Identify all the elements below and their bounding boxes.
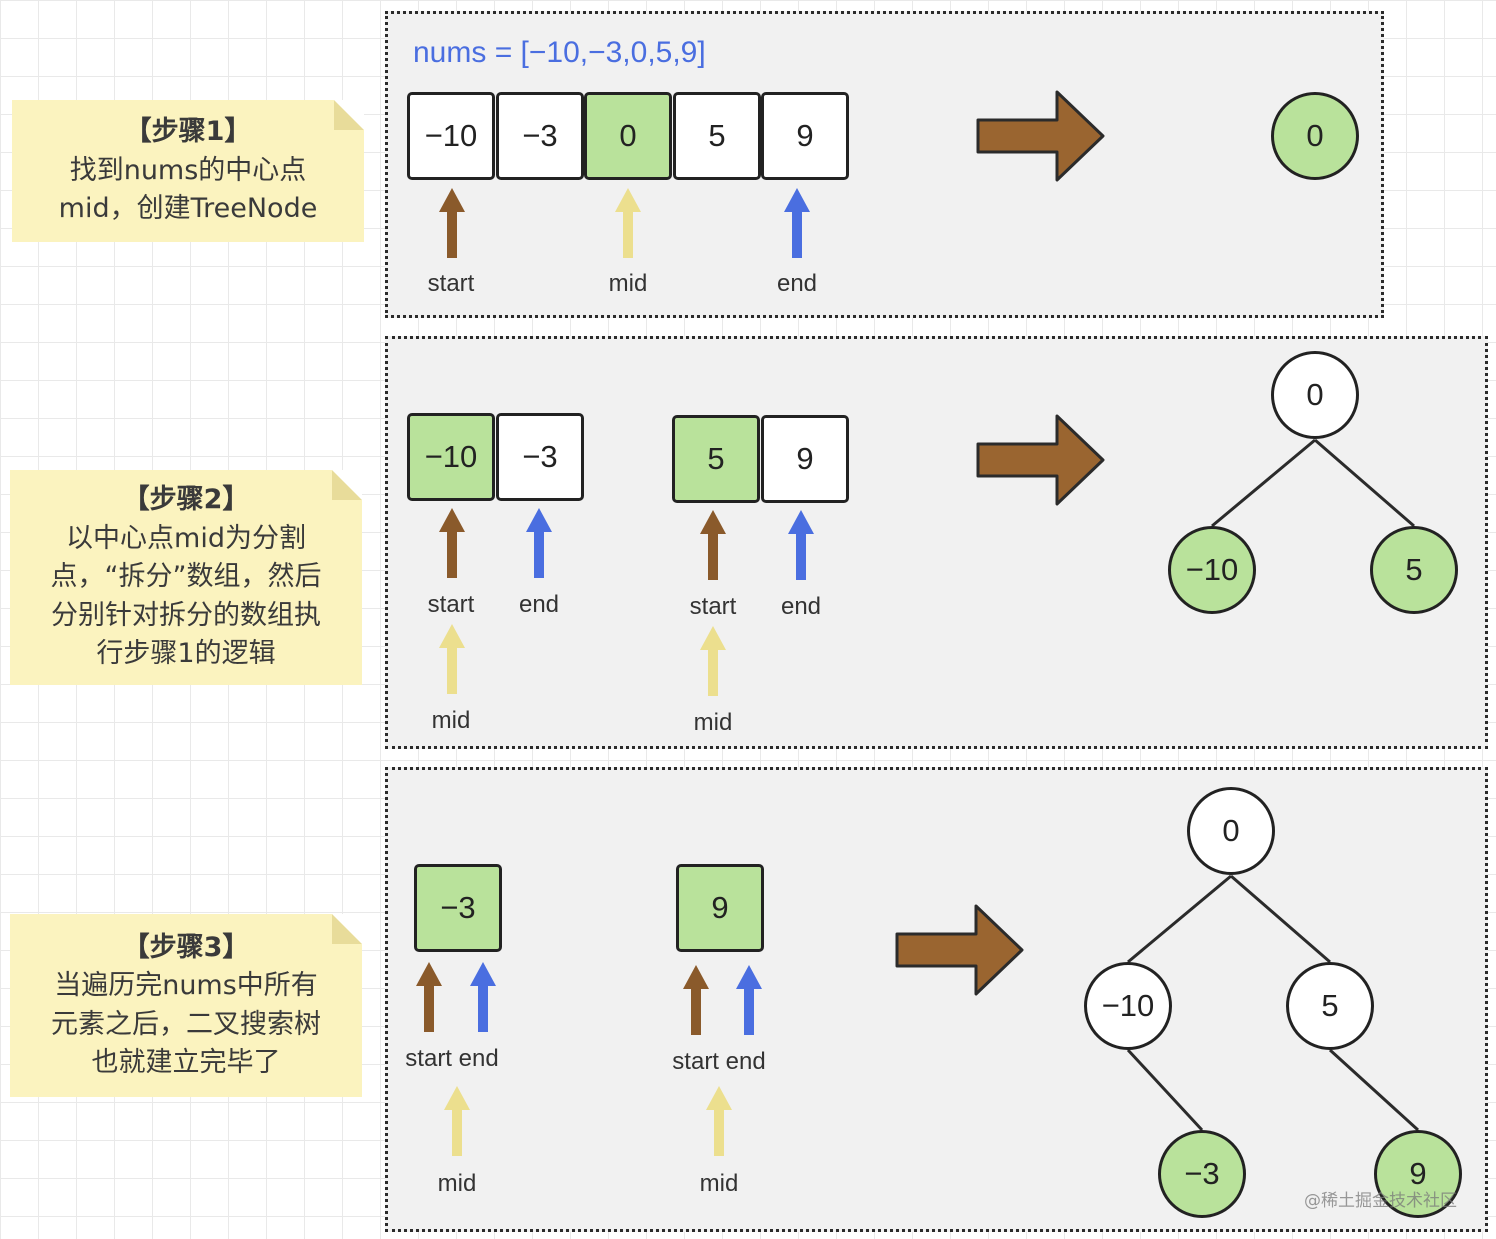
mid-label: mid	[699, 1170, 739, 1197]
tree-node-left-right: −3	[1158, 1130, 1246, 1218]
step1-note: 【步骤1】 找到nums的中心点 mid，创建TreeNode	[12, 100, 364, 242]
array-cell: 9	[761, 415, 849, 503]
note-fold	[332, 914, 362, 944]
note-fold	[334, 100, 364, 130]
tree-node-root: 0	[1271, 351, 1359, 439]
tree-node-right-right: 9	[1374, 1130, 1462, 1218]
step2-line: 以中心点mid为分割	[66, 522, 306, 554]
step2-title: 【步骤2】	[122, 484, 250, 516]
step1-title: 【步骤1】	[124, 116, 252, 148]
array-cell-mid: 0	[584, 92, 672, 180]
step2-line: 点，“拆分”数组，然后	[50, 561, 322, 593]
array-cell: −3	[496, 413, 584, 501]
mid-label: mid	[693, 709, 733, 736]
end-label: end	[780, 593, 822, 620]
step3-line: 元素之后，二叉搜索树	[51, 1008, 321, 1040]
array-cell-mid: 5	[672, 415, 760, 503]
array-cell-mid: −3	[414, 864, 502, 952]
step3-title: 【步骤3】	[122, 931, 250, 963]
step3-line: 当遍历完nums中所有	[54, 970, 318, 1001]
watermark: @稀土掘金技术社区	[1304, 1191, 1457, 1211]
step2-line: 分别针对拆分的数组执	[51, 599, 321, 631]
end-label: end	[518, 591, 560, 618]
step1-line: 找到nums的中心点	[69, 154, 307, 186]
mid-label: mid	[431, 707, 471, 734]
array-cell: 9	[761, 92, 849, 180]
tree-node-left: −10	[1084, 962, 1172, 1050]
array-cell: −3	[496, 92, 584, 180]
start-label: start	[427, 270, 475, 297]
array-cell-mid: −10	[407, 413, 495, 501]
array-cell: 5	[673, 92, 761, 180]
note-fold	[332, 470, 362, 500]
start-label: start	[689, 593, 737, 620]
array-cell-mid: 9	[676, 864, 764, 952]
start-label: start	[427, 591, 475, 618]
mid-label: mid	[437, 1170, 477, 1197]
tree-node-root: 0	[1187, 787, 1275, 875]
step1-line: mid，创建TreeNode	[58, 193, 318, 225]
tree-node-left: −10	[1168, 526, 1256, 614]
tree-node-right: 5	[1286, 962, 1374, 1050]
step2-note: 【步骤2】 以中心点mid为分割 点，“拆分”数组，然后 分别针对拆分的数组执 …	[10, 470, 362, 685]
array-cell: −10	[407, 92, 495, 180]
step2-line: 行步骤1的逻辑	[96, 638, 276, 670]
mid-label: mid	[608, 270, 648, 297]
tree-node-right: 5	[1370, 526, 1458, 614]
step3-note: 【步骤3】 当遍历完nums中所有 元素之后，二叉搜索树 也就建立完毕了	[10, 914, 362, 1097]
start-end-label: start end	[672, 1048, 766, 1075]
step3-line: 也就建立完毕了	[91, 1047, 281, 1078]
start-end-label: start end	[405, 1045, 499, 1072]
end-label: end	[776, 270, 818, 297]
tree-node-root: 0	[1271, 92, 1359, 180]
nums-title: nums = [−10,−3,0,5,9]	[413, 36, 706, 69]
